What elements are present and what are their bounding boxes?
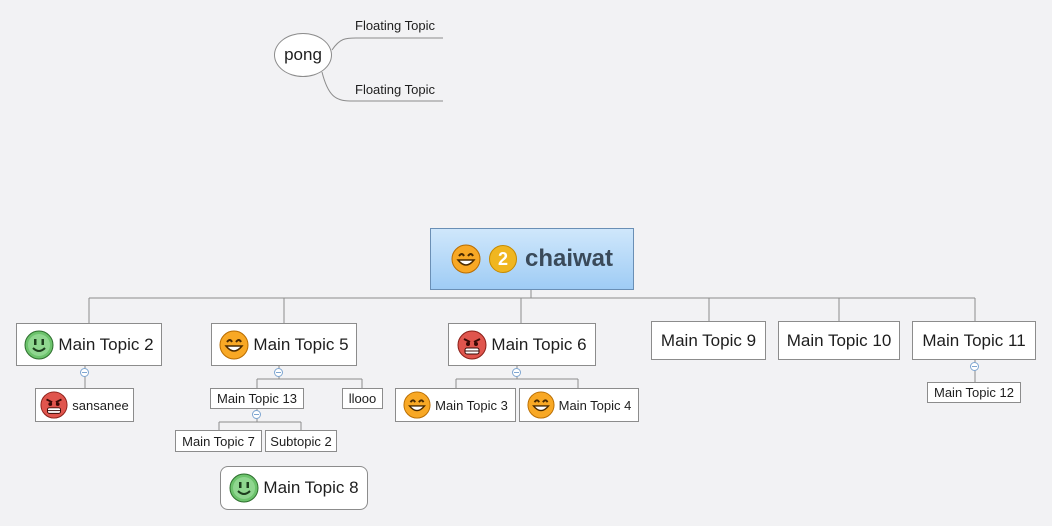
subtopic-main-3-label: Main Topic 3 — [435, 397, 508, 413]
subtopic-main-13[interactable]: Main Topic 13 — [210, 388, 304, 409]
main-topic-11[interactable]: Main Topic 11 — [912, 321, 1036, 360]
central-topic[interactable]: 2 chaiwat — [430, 228, 634, 290]
subtopic-main-4-label: Main Topic 4 — [558, 397, 632, 413]
floating-branch-1 — [331, 37, 443, 51]
main-topic-11-label: Main Topic 11 — [922, 330, 1026, 350]
laughing-face-icon — [451, 244, 481, 274]
subtopic-sansanee-label: sansanee — [72, 397, 129, 413]
subtopic-sansanee[interactable]: sansanee — [35, 388, 134, 422]
laughing-face-icon — [527, 391, 555, 419]
subtopic-llooo-label: llooo — [348, 391, 377, 406]
main-topic-8-label: Main Topic 8 — [263, 478, 359, 497]
collapse-toggle[interactable] — [252, 410, 261, 419]
floating-topic-2[interactable]: Floating Topic — [355, 82, 435, 97]
floating-branch-2 — [321, 71, 443, 102]
subtopic-main-12[interactable]: Main Topic 12 — [927, 382, 1021, 403]
main-topic-10[interactable]: Main Topic 10 — [778, 321, 900, 360]
collapse-toggle[interactable] — [970, 362, 979, 371]
subtopic-main-7-label: Main Topic 7 — [182, 433, 255, 449]
priority-icon: 2 — [488, 245, 517, 273]
laughing-face-icon — [219, 330, 249, 360]
smile-green-face-icon — [24, 330, 54, 360]
angry-face-icon — [457, 330, 487, 360]
angry-face-icon — [40, 391, 68, 419]
main-topic-10-label: Main Topic 10 — [786, 330, 892, 350]
collapse-toggle[interactable] — [512, 368, 521, 377]
subtopic-main-3[interactable]: Main Topic 3 — [395, 388, 516, 422]
main-topic-6-label: Main Topic 6 — [491, 334, 587, 354]
subtopic-llooo[interactable]: llooo — [342, 388, 383, 409]
floating-root-pong[interactable]: pong — [274, 33, 332, 77]
subtopic-2-label: Subtopic 2 — [270, 433, 332, 449]
main-topic-9-label: Main Topic 9 — [660, 330, 757, 350]
laughing-face-icon — [403, 391, 431, 419]
main-topic-5-label: Main Topic 5 — [253, 334, 349, 354]
subtopic-main-13-label: Main Topic 13 — [217, 391, 297, 406]
collapse-toggle[interactable] — [80, 368, 89, 377]
subtopic-main-7[interactable]: Main Topic 7 — [175, 430, 262, 452]
subtopic-main-12-label: Main Topic 12 — [934, 385, 1014, 400]
main-topic-9[interactable]: Main Topic 9 — [651, 321, 766, 360]
main-topic-5[interactable]: Main Topic 5 — [211, 323, 357, 366]
main-topic-2[interactable]: Main Topic 2 — [16, 323, 162, 366]
central-topic-label: chaiwat — [524, 245, 614, 272]
smile-green-face-icon — [229, 473, 259, 503]
subtopic-2[interactable]: Subtopic 2 — [265, 430, 337, 452]
floating-topic-1[interactable]: Floating Topic — [355, 18, 435, 33]
collapse-toggle[interactable] — [274, 368, 283, 377]
main-topic-8[interactable]: Main Topic 8 — [220, 466, 368, 510]
main-topic-2-label: Main Topic 2 — [58, 334, 154, 354]
main-topic-6[interactable]: Main Topic 6 — [448, 323, 596, 366]
subtopic-main-4[interactable]: Main Topic 4 — [519, 388, 639, 422]
